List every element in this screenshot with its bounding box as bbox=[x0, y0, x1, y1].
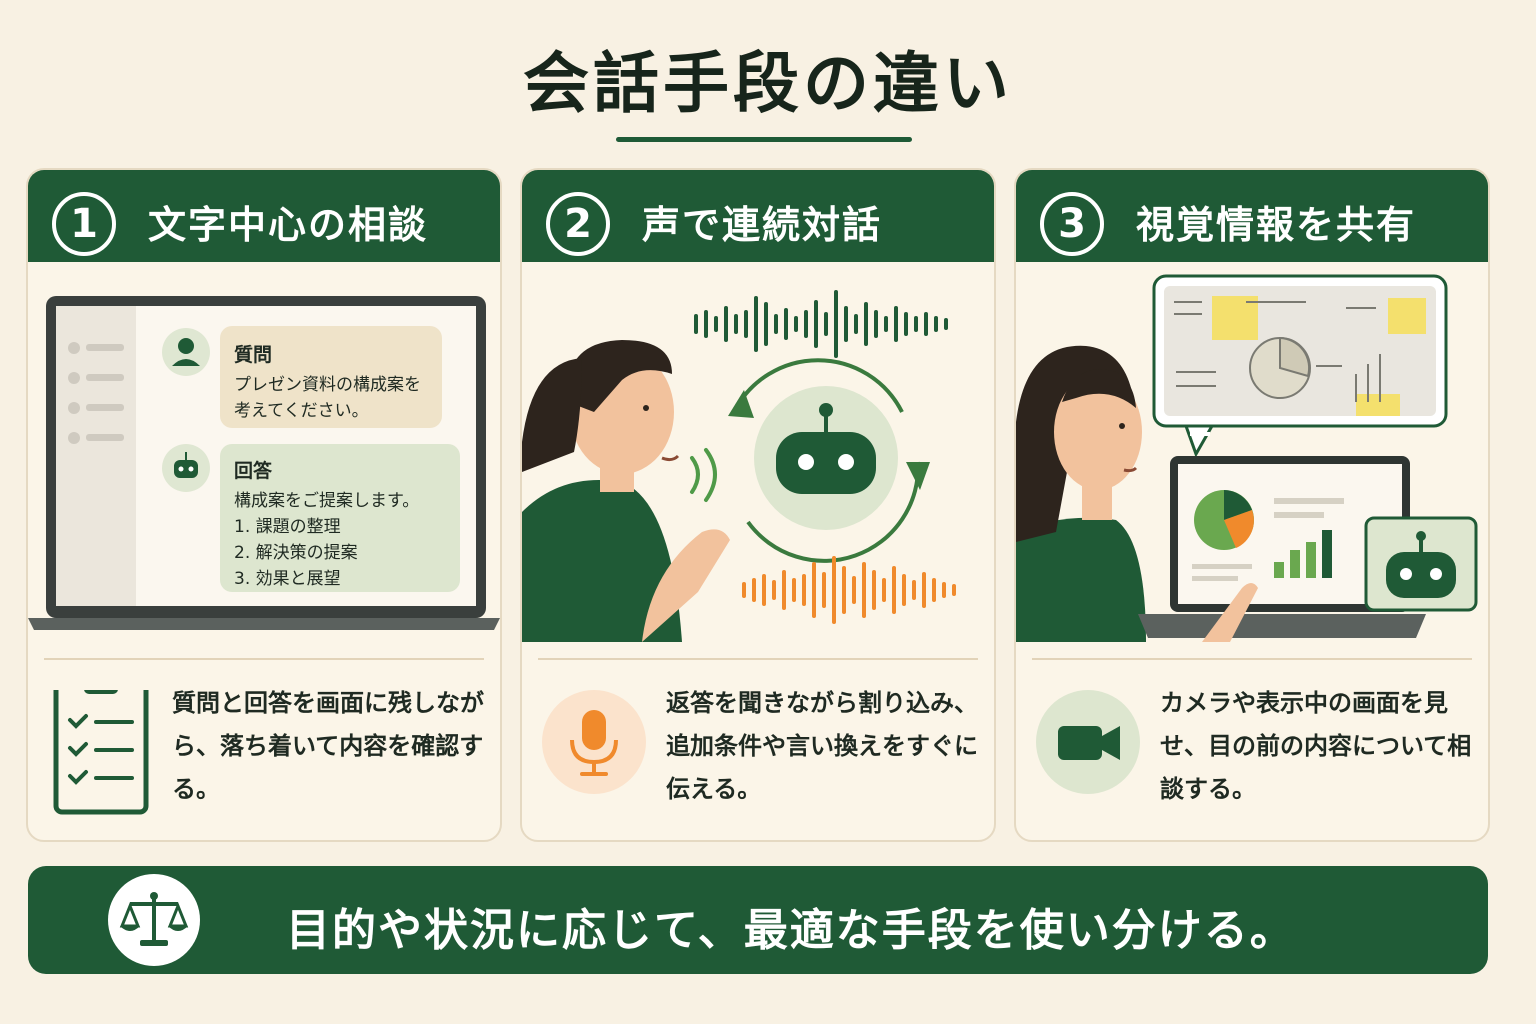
video-camera-icon bbox=[1036, 690, 1140, 794]
card-header: 2 声で連続対話 bbox=[522, 170, 994, 262]
green-soundwave-icon bbox=[694, 290, 948, 358]
card-description: カメラや表示中の画面を見せ、目の前の内容について相談する。 bbox=[1160, 689, 1472, 803]
question-line: 考えてください。 bbox=[234, 401, 369, 421]
balance-scale-icon bbox=[108, 874, 200, 966]
robot-icon bbox=[1364, 516, 1478, 612]
laptop-icon bbox=[28, 296, 500, 630]
card-header: 3 視覚情報を共有 bbox=[1016, 170, 1488, 262]
cycle-arrows-icon bbox=[732, 358, 921, 563]
card-header: 1 文字中心の相談 bbox=[28, 170, 500, 262]
divider bbox=[44, 658, 484, 660]
card-number: 2 bbox=[546, 192, 610, 256]
orange-soundwave-icon bbox=[742, 556, 956, 624]
laptop-chat-illustration: 質問 プレゼン資料の構成案を 考えてください。 回答 構成案をご提案します。 1… bbox=[28, 262, 500, 642]
page-title: 会話手段の違い bbox=[523, 45, 1013, 122]
microphone-icon bbox=[542, 690, 646, 794]
card-voice-dialogue: 2 声で連続対話 bbox=[520, 168, 996, 842]
answer-line: 構成案をご提案します。 bbox=[234, 491, 420, 511]
person-speaking-icon bbox=[522, 340, 730, 642]
answer-label: 回答 bbox=[234, 460, 273, 482]
summary-banner: 目的や状況に応じて、最適な手段を使い分ける。 bbox=[28, 866, 1488, 974]
card-description: 返答を聞きながら割り込み、追加条件や言い換えをすぐに伝える。 bbox=[666, 689, 978, 803]
divider bbox=[538, 658, 978, 660]
whiteboard-bubble-icon bbox=[1152, 274, 1448, 458]
card-visual-sharing: 3 視覚情報を共有 bbox=[1014, 168, 1490, 842]
card-text-consultation: 1 文字中心の相談 質問 プレゼン資料の構成案を 考え bbox=[26, 168, 502, 842]
visual-sharing-illustration bbox=[1016, 262, 1488, 642]
robot-icon bbox=[776, 403, 876, 494]
divider bbox=[1032, 658, 1472, 660]
answer-line: 1. 課題の整理 bbox=[234, 517, 341, 537]
voice-conversation-illustration bbox=[522, 262, 994, 642]
title-underline bbox=[616, 137, 912, 142]
question-label: 質問 bbox=[234, 344, 273, 366]
card-number: 3 bbox=[1040, 192, 1104, 256]
question-line: プレゼン資料の構成案を bbox=[234, 375, 421, 395]
card-heading: 文字中心の相談 bbox=[148, 203, 429, 247]
card-heading: 視覚情報を共有 bbox=[1136, 203, 1417, 247]
card-number: 1 bbox=[52, 192, 116, 256]
answer-line: 2. 解決策の提案 bbox=[234, 543, 358, 563]
card-description: 質問と回答を画面に残しながら、落ち着いて内容を確認する。 bbox=[172, 689, 484, 803]
clipboard-checklist-icon bbox=[48, 676, 152, 815]
summary-text: 目的や状況に応じて、最適な手段を使い分ける。 bbox=[286, 905, 1296, 956]
card-heading: 声で連続対話 bbox=[642, 203, 883, 247]
answer-line: 3. 効果と展望 bbox=[234, 569, 341, 589]
person-woman-icon bbox=[1016, 345, 1146, 642]
laptop-chart-icon bbox=[1138, 456, 1426, 642]
